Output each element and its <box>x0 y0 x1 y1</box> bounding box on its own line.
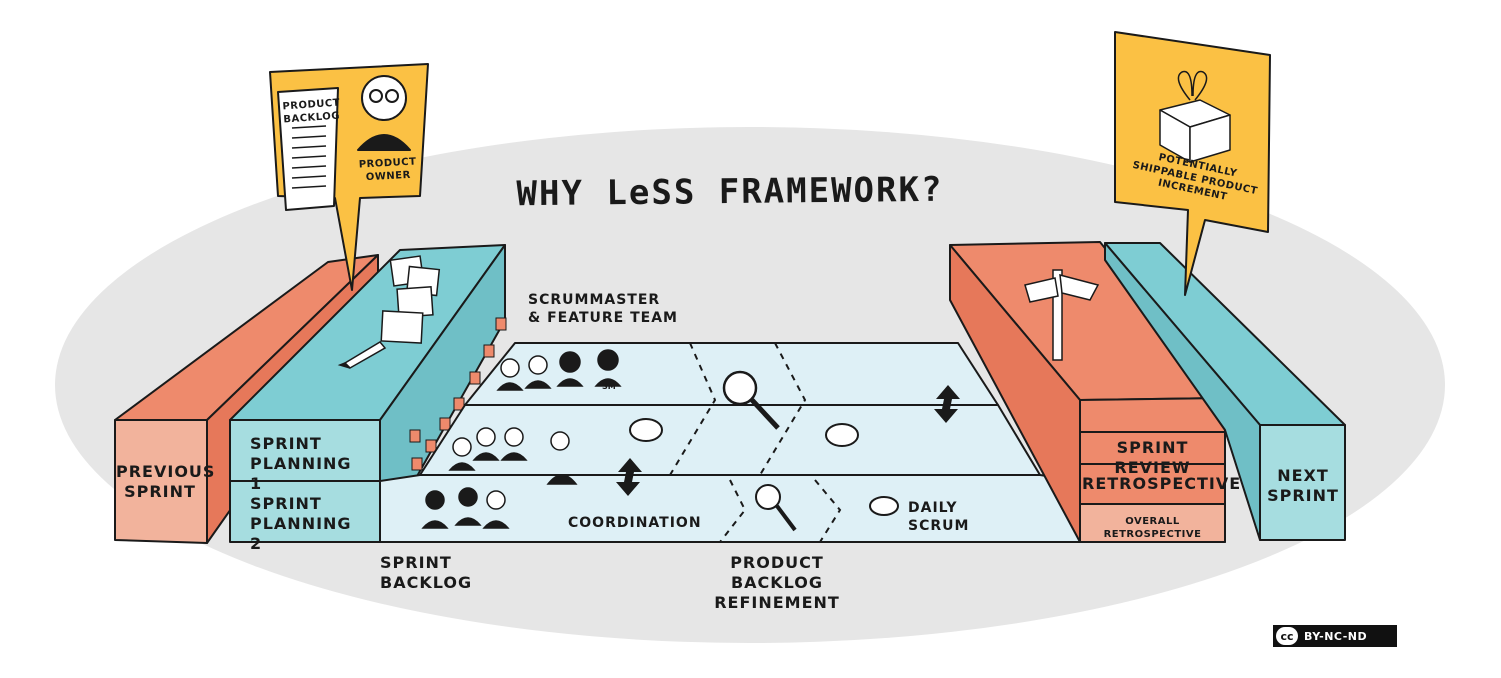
magnifier-icon-small <box>755 484 797 532</box>
page-title: WHY LeSS FRAMEWORK? <box>516 169 944 215</box>
product-backlog-label: PRODUCT BACKLOG <box>282 97 341 126</box>
team-members <box>421 349 622 529</box>
cc-icon: cc <box>1276 627 1298 645</box>
double-arrow-icon <box>616 385 960 496</box>
sprint-review-label: SPRINT REVIEW <box>1114 438 1191 477</box>
overall-retrospective-label: OVERALL RETROSPECTIVE <box>1103 516 1202 540</box>
scrummaster-team-label: SCRUMMASTER & FEATURE TEAM <box>528 292 678 326</box>
coordination-label: COORDINATION <box>568 515 702 531</box>
product-owner-callout <box>269 63 429 291</box>
increment-callout <box>1114 31 1271 296</box>
license-text: BY-NC-ND <box>1304 629 1368 643</box>
product-owner-label: PRODUCT OWNER <box>358 156 417 183</box>
sm-badge: SM <box>602 382 616 391</box>
gift-icon <box>1159 70 1231 163</box>
retrospective-label: RETROSPECTIVE <box>1082 474 1242 493</box>
speech-bubble-icon <box>629 418 899 516</box>
license-badge: cc BY-NC-ND <box>1273 625 1397 647</box>
sprint-review-block <box>949 241 1226 543</box>
papers-and-pen-icon <box>337 255 441 369</box>
daily-scrum-label: DAILY SCRUM <box>908 500 970 534</box>
sprint-planning-2-label: SPRINT PLANNING 2 <box>250 494 352 553</box>
sprint-planning-1-label: SPRINT PLANNING 1 <box>250 434 352 493</box>
previous-sprint-label: PREVIOUS SPRINT <box>116 462 216 501</box>
next-sprint-label: NEXT SPRINT <box>1267 466 1339 505</box>
signpost-icon <box>1024 269 1100 361</box>
lane-dividers <box>669 342 842 543</box>
pbr-label: PRODUCT BACKLOG REFINEMENT <box>714 553 840 612</box>
magnifier-icon <box>722 370 780 430</box>
next-sprint-block <box>1104 242 1346 541</box>
sprint-backlog-label: SPRINT BACKLOG <box>380 553 473 592</box>
